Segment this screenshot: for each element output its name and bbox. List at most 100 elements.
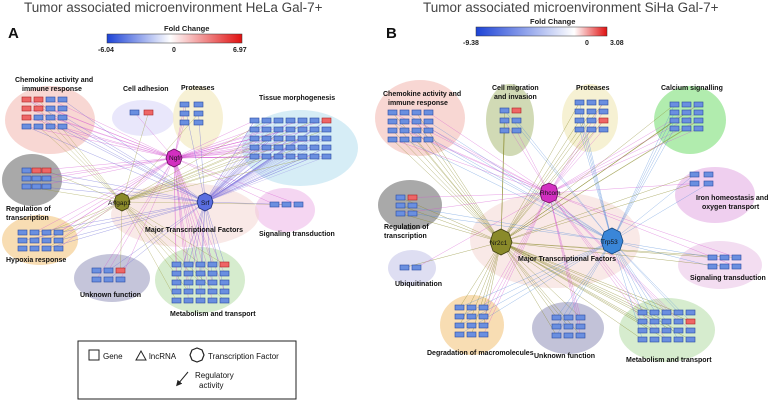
gene-node	[273, 144, 284, 151]
regulatory-edge	[173, 120, 255, 159]
panel-a-label-proteases: Proteases	[181, 85, 215, 92]
gene-node	[478, 322, 489, 329]
regulatory-edge	[611, 128, 675, 242]
panel-a-fold-change-scale: Fold Change -6.04 0 6.97	[98, 24, 247, 54]
gene-node	[91, 267, 102, 274]
gene-node	[478, 313, 489, 320]
gene-node	[207, 297, 218, 304]
gene-node	[297, 117, 308, 124]
gene-node	[411, 127, 422, 134]
gene-node	[33, 105, 44, 112]
gene-node	[183, 270, 194, 277]
regulatory-edge	[34, 201, 206, 233]
regulatory-edge	[121, 147, 303, 203]
panel-b-label-signaling: Signaling transduction	[690, 275, 766, 282]
gene-node	[707, 263, 718, 270]
regulatory-edge	[22, 201, 206, 241]
regulatory-edge	[176, 201, 206, 283]
panel-a-label-hypoxia: Hypoxia response	[6, 257, 66, 264]
regulatory-edge	[173, 129, 315, 159]
gene-node	[399, 264, 410, 271]
regulatory-edge	[204, 147, 255, 203]
panel-b-label-major-tf: Major Transcriptional Factors	[518, 256, 616, 263]
gene-node	[171, 297, 182, 304]
regulatory-edge	[516, 120, 613, 242]
gene-node	[423, 127, 434, 134]
regulatory-edge	[26, 157, 175, 179]
gene-node	[511, 107, 522, 114]
gene-node	[681, 117, 692, 124]
regulatory-edge	[500, 241, 655, 331]
gene-node	[171, 261, 182, 268]
gene-node	[33, 123, 44, 130]
regulatory-edge	[204, 120, 279, 203]
regulatory-edge	[38, 117, 206, 203]
gene-node	[387, 109, 398, 116]
panel-a-fold-change-bar	[106, 33, 243, 44]
regulatory-edge	[548, 192, 655, 331]
regulatory-edge	[121, 147, 255, 203]
regulatory-edge	[121, 129, 279, 203]
regulatory-edge	[204, 156, 315, 203]
regulatory-edge	[204, 120, 315, 203]
regulatory-edge	[204, 201, 225, 265]
gene-node	[411, 264, 422, 271]
regulatory-edge	[173, 157, 201, 274]
panel-b-cluster-labels: Chemokine activity and immune response C…	[383, 85, 768, 364]
regulatory-edge	[516, 130, 550, 194]
gene-node	[669, 101, 680, 108]
regulatory-edge	[50, 108, 175, 159]
gene-node	[179, 119, 190, 126]
regulatory-edge	[204, 156, 267, 203]
gene-node	[285, 126, 296, 133]
regulatory-edge	[188, 201, 206, 292]
gene-node	[407, 202, 418, 209]
regulatory-edge	[204, 120, 291, 203]
regulatory-edge	[46, 201, 206, 249]
regulatory-edge	[400, 205, 613, 242]
gene-node	[195, 270, 206, 277]
gene-node	[689, 180, 700, 187]
gene-node	[411, 118, 422, 125]
regulatory-edge	[204, 156, 255, 203]
regulatory-edge	[204, 129, 303, 203]
gene-node	[171, 279, 182, 286]
gene-node	[21, 175, 32, 182]
regulatory-edge	[500, 241, 581, 318]
regulatory-edge	[548, 129, 604, 194]
regulatory-edge	[404, 241, 502, 268]
gene-node	[249, 117, 260, 124]
regulatory-edge	[404, 139, 613, 242]
gene-node	[53, 229, 64, 236]
gene-node	[395, 194, 406, 201]
gene-node	[423, 136, 434, 143]
panel-a-label-unknown: Unknown function	[80, 292, 141, 299]
regulatory-edge	[611, 240, 713, 258]
gene-node	[57, 123, 68, 130]
regulatory-edge	[500, 241, 725, 267]
regulatory-edge	[500, 102, 604, 243]
panel-a-title: Tumor associated microenvironment HeLa G…	[24, 0, 323, 15]
regulatory-edge	[121, 156, 267, 203]
regulatory-edge	[500, 120, 580, 243]
gene-node	[685, 327, 696, 334]
gene-node	[21, 183, 32, 190]
regulatory-edge	[556, 240, 613, 318]
regulatory-edge	[204, 147, 315, 203]
regulatory-edge	[46, 201, 123, 233]
gene-node	[183, 288, 194, 295]
gene-node	[685, 318, 696, 325]
gene-node	[387, 118, 398, 125]
gene-node	[31, 183, 42, 190]
gene-node	[57, 96, 68, 103]
gene-node	[103, 276, 114, 283]
panel-b-gene-nodes	[387, 99, 742, 343]
gene-node	[693, 117, 704, 124]
panel-b-letter: B	[386, 25, 397, 42]
gene-node	[21, 114, 32, 121]
regulatory-edge	[611, 174, 695, 242]
gene-node	[399, 136, 410, 143]
regulatory-edge	[204, 201, 225, 292]
gene-node	[57, 114, 68, 121]
regulatory-edge	[500, 183, 695, 243]
